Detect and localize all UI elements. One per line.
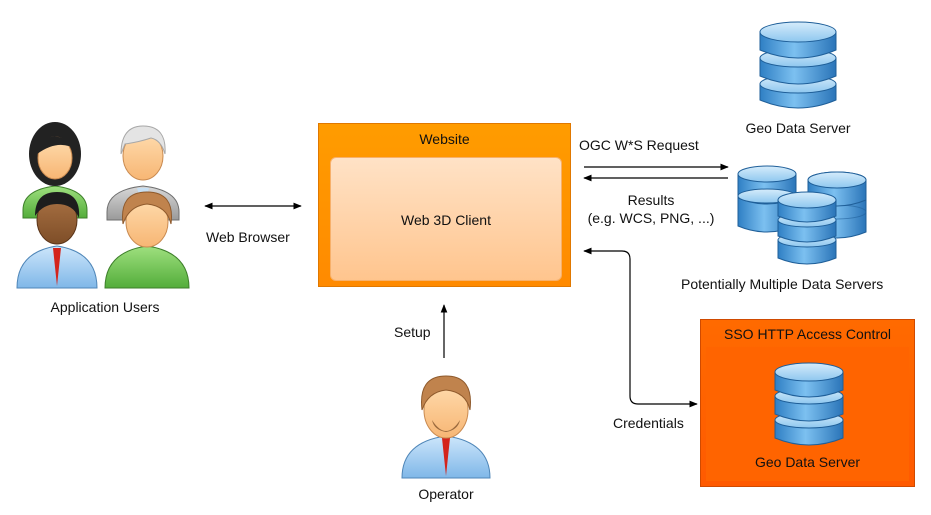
results-label: Results bbox=[627, 192, 675, 208]
credentials-label: Credentials bbox=[613, 415, 684, 431]
setup-label: Setup bbox=[394, 324, 431, 340]
operator-icon bbox=[401, 375, 491, 479]
website-container: Website Web 3D Client bbox=[318, 123, 571, 287]
geo-data-server-label: Geo Data Server bbox=[745, 120, 851, 136]
multiple-data-servers-label: Potentially Multiple Data Servers bbox=[681, 276, 884, 292]
web-3d-client-label: Web 3D Client bbox=[400, 212, 491, 228]
sso-geo-data-server-label: Geo Data Server bbox=[754, 454, 861, 470]
user-man-green-icon bbox=[104, 191, 190, 289]
db-front bbox=[777, 191, 837, 265]
sso-access-control-box: SSO HTTP Access Control Geo Data Server bbox=[700, 319, 915, 487]
sso-geo-data-server-icon bbox=[774, 362, 844, 446]
web-3d-client-box: Web 3D Client bbox=[330, 157, 562, 281]
multiple-data-servers-icon bbox=[737, 165, 867, 265]
website-title: Website bbox=[419, 131, 470, 147]
sso-title: SSO HTTP Access Control bbox=[723, 326, 891, 342]
geo-data-server-icon bbox=[759, 21, 837, 109]
credentials-arrow bbox=[583, 247, 698, 408]
application-users-icon bbox=[16, 122, 190, 289]
application-users-label: Application Users bbox=[50, 299, 160, 315]
user-man-icon bbox=[16, 192, 98, 289]
ogc-request-label: OGC W*S Request bbox=[579, 137, 699, 153]
results-detail-label: (e.g. WCS, PNG, ...) bbox=[587, 210, 715, 226]
operator-label: Operator bbox=[418, 486, 474, 502]
web-browser-label: Web Browser bbox=[206, 229, 290, 245]
